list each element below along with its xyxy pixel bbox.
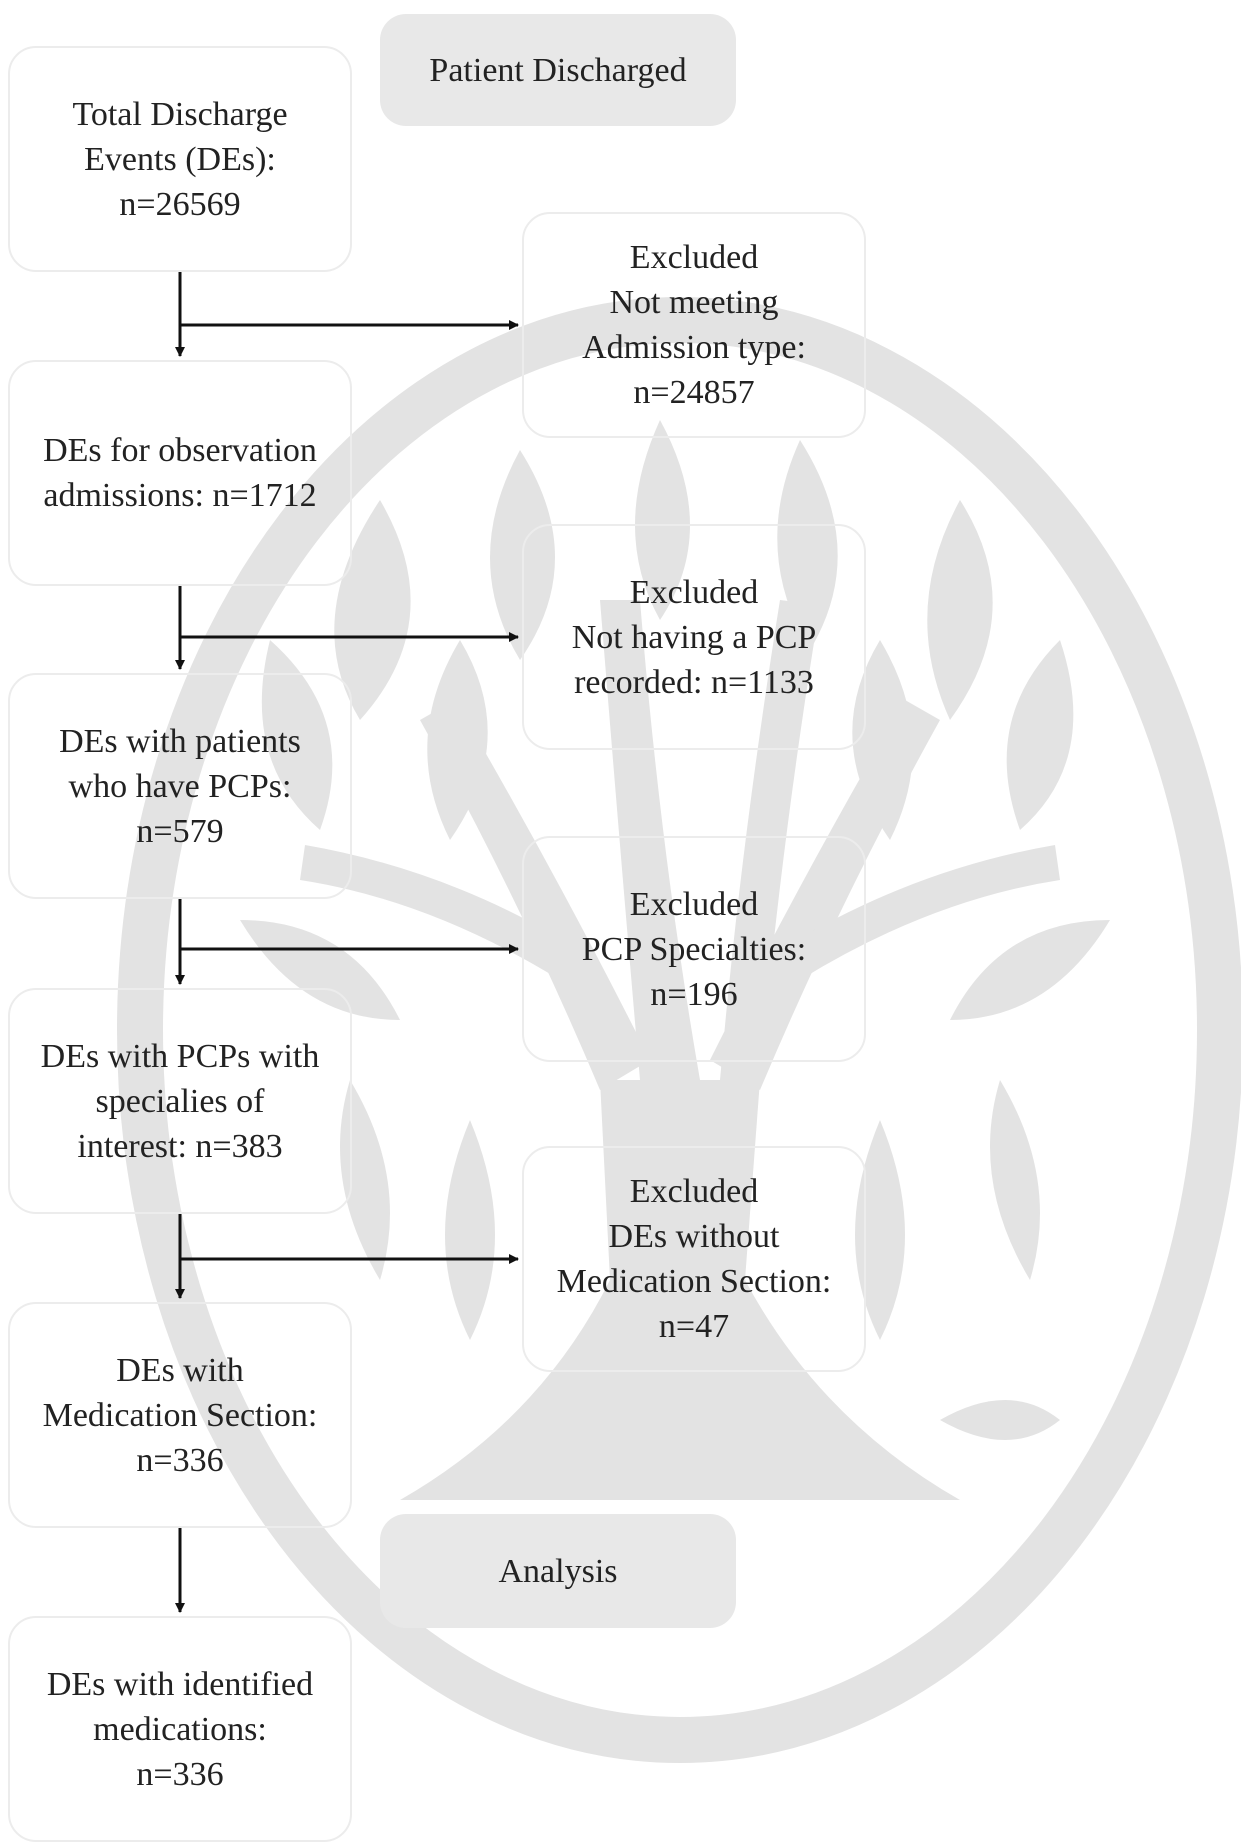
box-line: n=336: [136, 1441, 224, 1479]
box-line: medications:: [93, 1710, 267, 1748]
box-line: n=24857: [633, 374, 755, 411]
box-line: DEs with patients: [59, 722, 301, 760]
box-line: Excluded: [629, 1173, 759, 1210]
box-line: who have PCPs:: [68, 767, 292, 805]
box-identified-medications: DEs with identified medications: n=336: [8, 1616, 352, 1842]
box-line: DEs with identified: [46, 1665, 314, 1703]
box-line: Admission type:: [582, 329, 806, 366]
phase-bottom-label: Analysis: [498, 1552, 618, 1590]
phase-top-label: Patient Discharged: [429, 51, 687, 89]
phase-patient-discharged: Patient Discharged: [380, 14, 736, 126]
box-observation-admissions: DEs for observation admissions: n=1712: [8, 360, 352, 586]
box-medication-section: DEs with Medication Section: n=336: [8, 1302, 352, 1528]
box-total-discharge-events: Total Discharge Events (DEs): n=26569: [8, 46, 352, 272]
box-line: interest: n=383: [77, 1127, 283, 1165]
box-line: Excluded: [629, 573, 759, 611]
box-pcps-specialties-of-interest: DEs with PCPs with specialies of interes…: [8, 988, 352, 1214]
phase-analysis: Analysis: [380, 1514, 736, 1628]
box-line: Not having a PCP: [571, 618, 817, 656]
box-line: n=336: [136, 1755, 224, 1793]
box-line: n=47: [658, 1308, 730, 1345]
box-line: Total Discharge: [72, 95, 288, 133]
box-line: PCP Specialties:: [581, 930, 807, 968]
box-line: recorded: n=1133: [574, 663, 814, 701]
box-line: Excluded: [629, 239, 759, 276]
box-excluded-no-medication-section: Excluded DEs without Medication Section:…: [522, 1146, 866, 1372]
box-line: DEs with: [116, 1351, 244, 1389]
box-line: admissions: n=1712: [43, 477, 317, 514]
box-line: Excluded: [629, 885, 759, 923]
box-line: DEs without: [608, 1218, 780, 1255]
box-line: DEs with PCPs with: [40, 1037, 320, 1075]
box-line: n=196: [650, 975, 738, 1013]
box-excluded-pcp-specialties: Excluded PCP Specialties: n=196: [522, 836, 866, 1062]
box-excluded-no-pcp: Excluded Not having a PCP recorded: n=11…: [522, 524, 866, 750]
box-line: n=579: [136, 812, 224, 850]
box-line: DEs for observation: [43, 432, 317, 469]
box-line: Events (DEs):: [84, 140, 276, 178]
box-line: Medication Section:: [556, 1263, 832, 1300]
box-excluded-admission-type: Excluded Not meeting Admission type: n=2…: [522, 212, 866, 438]
box-patients-with-pcps: DEs with patients who have PCPs: n=579: [8, 673, 352, 899]
box-line: Not meeting: [609, 284, 779, 321]
box-line: n=26569: [119, 185, 241, 223]
box-line: specialies of: [95, 1082, 265, 1120]
box-line: Medication Section:: [42, 1396, 318, 1434]
